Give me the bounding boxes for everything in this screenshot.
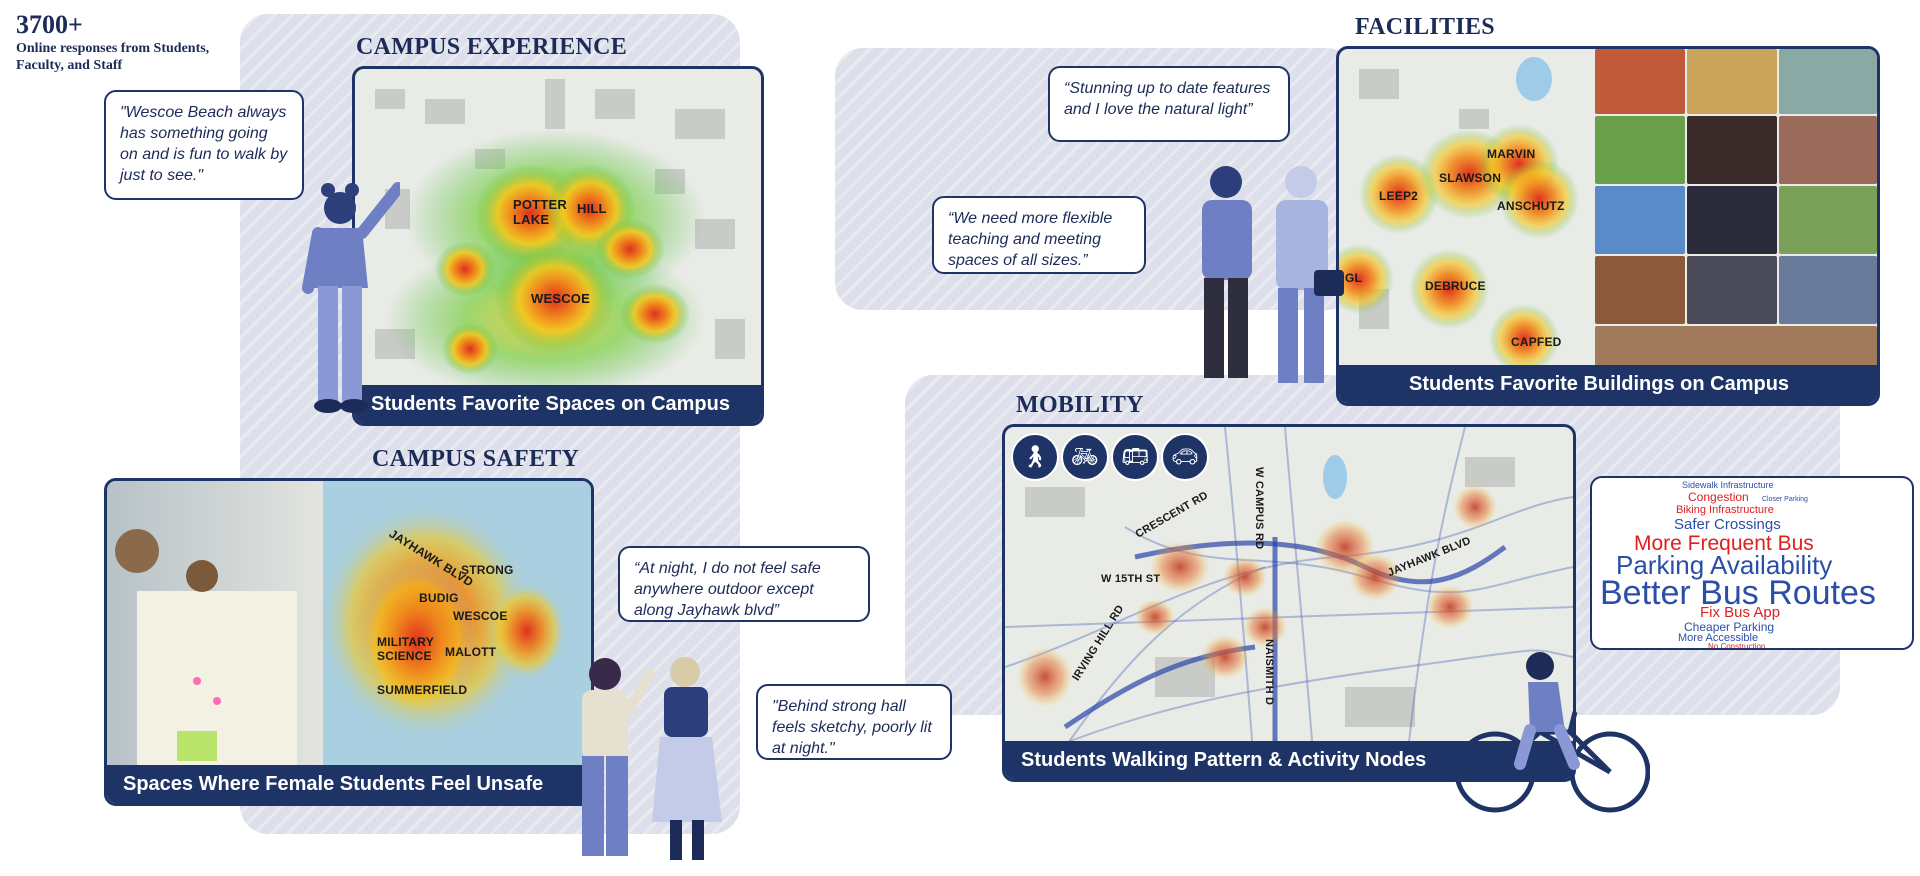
map-label-budig: BUDIG xyxy=(419,591,459,605)
map-label-capfed: CAPFED xyxy=(1511,335,1562,349)
building-photo xyxy=(1779,49,1877,114)
map-label-w-campus-rd: W CAMPUS RD xyxy=(1253,467,1265,550)
two-faculty-figure xyxy=(1202,166,1344,383)
favorite-buildings-map: MARVIN SLAWSON LEEP2 ANSCHUTZ GL DEBRUCE… xyxy=(1336,46,1880,406)
favorite-buildings-caption: Students Favorite Buildings on Campus xyxy=(1339,365,1877,403)
campus-experience-heading: CAMPUS EXPERIENCE xyxy=(356,34,628,60)
building-photo xyxy=(1687,186,1777,254)
word-cheaper-parking: Cheaper Parking xyxy=(1684,620,1775,634)
map-label-debruce: DEBRUCE xyxy=(1425,279,1486,293)
facilities-heading: FACILITIES xyxy=(1355,14,1495,40)
word-better-bus-routes: Better Bus Routes xyxy=(1600,574,1876,612)
word-biking-infrastructure: Biking Infrastructure xyxy=(1676,504,1774,516)
strong-hall-quote-bubble: "Behind strong hall feels sketchy, poorl… xyxy=(756,684,952,760)
word-safer-crossings: Safer Crossings xyxy=(1674,516,1781,533)
building-photo xyxy=(1779,256,1877,324)
building-photo xyxy=(1779,116,1877,184)
favorite-spaces-heatmap xyxy=(375,79,745,399)
bus-icon: 🚌︎ xyxy=(1111,433,1159,481)
car-icon: 🚗︎ xyxy=(1161,433,1209,481)
walking-pattern-map: 🚶︎ 🚲︎ 🚌︎ 🚗︎ W CAMPUS RD CRESCENT RD JAYH… xyxy=(1002,424,1576,782)
wescoe-quote-bubble: "Wescoe Beach always has something going… xyxy=(104,90,304,200)
word-congestion: Congestion xyxy=(1688,490,1749,504)
building-photo xyxy=(1687,116,1777,184)
response-count: 3700+ xyxy=(16,10,83,39)
unsafe-spaces-map: JAYHAWK BLVD STRONG BUDIG WESCOE MILITAR… xyxy=(104,478,594,806)
map-label-marvin: MARVIN xyxy=(1487,147,1536,161)
natural-light-quote-bubble: “Stunning up to date features and I love… xyxy=(1048,66,1290,142)
map-label-wescoe-safety: WESCOE xyxy=(453,609,508,623)
walk-icon: 🚶︎ xyxy=(1011,433,1059,481)
mobility-heading: MOBILITY xyxy=(1016,392,1144,418)
map-label-anschutz: ANSCHUTZ xyxy=(1497,199,1565,213)
unsafe-spaces-heatmap xyxy=(107,481,591,803)
map-label-naismith: NAISMITH D xyxy=(1263,639,1275,706)
word-more-accessible: More Accessible xyxy=(1678,632,1759,644)
building-photo xyxy=(1595,256,1685,324)
cyclist-figure xyxy=(1454,652,1650,813)
building-photo xyxy=(1595,186,1685,254)
favorite-buildings-heatmap xyxy=(1339,57,1579,374)
student-figure-waving xyxy=(302,182,400,413)
building-photo xyxy=(1687,49,1777,114)
two-students-figure xyxy=(582,657,722,860)
map-label-hill: HILL xyxy=(577,201,607,216)
building-photo xyxy=(1595,326,1877,366)
unsafe-spaces-caption: Spaces Where Female Students Feel Unsafe xyxy=(107,765,591,803)
map-label-slawson: SLAWSON xyxy=(1439,171,1502,185)
walking-pattern-caption: Students Walking Pattern & Activity Node… xyxy=(1005,741,1573,779)
word-more-frequent-bus: More Frequent Bus xyxy=(1634,532,1814,555)
favorite-spaces-caption: Students Favorite Spaces on Campus xyxy=(355,385,761,423)
building-photo xyxy=(1687,256,1777,324)
building-photo xyxy=(1595,116,1685,184)
map-label-gl: GL xyxy=(1345,271,1363,285)
walking-pattern-heatmap xyxy=(1005,427,1573,779)
word-fix-bus-app: Fix Bus App xyxy=(1700,604,1781,621)
response-description: Online responses from Students, Faculty,… xyxy=(16,41,210,73)
favorite-spaces-map: POTTER LAKE HILL WESCOE Students Favorit… xyxy=(352,66,764,426)
mobility-word-cloud: Sidewalk Infrastructure Congestion Close… xyxy=(1590,476,1914,650)
word-parking-availability: Parking Availability xyxy=(1616,550,1833,580)
campus-safety-heading: CAMPUS SAFETY xyxy=(372,446,580,472)
word-no-construction: No Construction xyxy=(1708,642,1766,650)
map-label-strong: STRONG xyxy=(461,563,514,577)
building-photo xyxy=(1595,49,1685,114)
building-photo xyxy=(1779,186,1877,254)
night-safety-quote-bubble: “At night, I do not feel safe anywhere o… xyxy=(618,546,870,622)
map-label-potter-lake: POTTER LAKE xyxy=(513,197,567,227)
map-label-malott: MALOTT xyxy=(445,645,497,659)
map-label-military-science: MILITARY SCIENCE xyxy=(377,635,434,663)
word-closer-parking: Closer Parking xyxy=(1762,496,1808,503)
map-label-leep2: LEEP2 xyxy=(1379,189,1419,203)
map-label-wescoe: WESCOE xyxy=(531,291,590,306)
flexible-spaces-quote-bubble: “We need more flexible teaching and meet… xyxy=(932,196,1146,274)
map-label-summerfield: SUMMERFIELD xyxy=(377,683,468,697)
map-label-w-15th-st: W 15TH ST xyxy=(1101,573,1161,585)
bike-icon: 🚲︎ xyxy=(1061,433,1109,481)
word-sidewalk-infrastructure: Sidewalk Infrastructure xyxy=(1682,480,1774,490)
